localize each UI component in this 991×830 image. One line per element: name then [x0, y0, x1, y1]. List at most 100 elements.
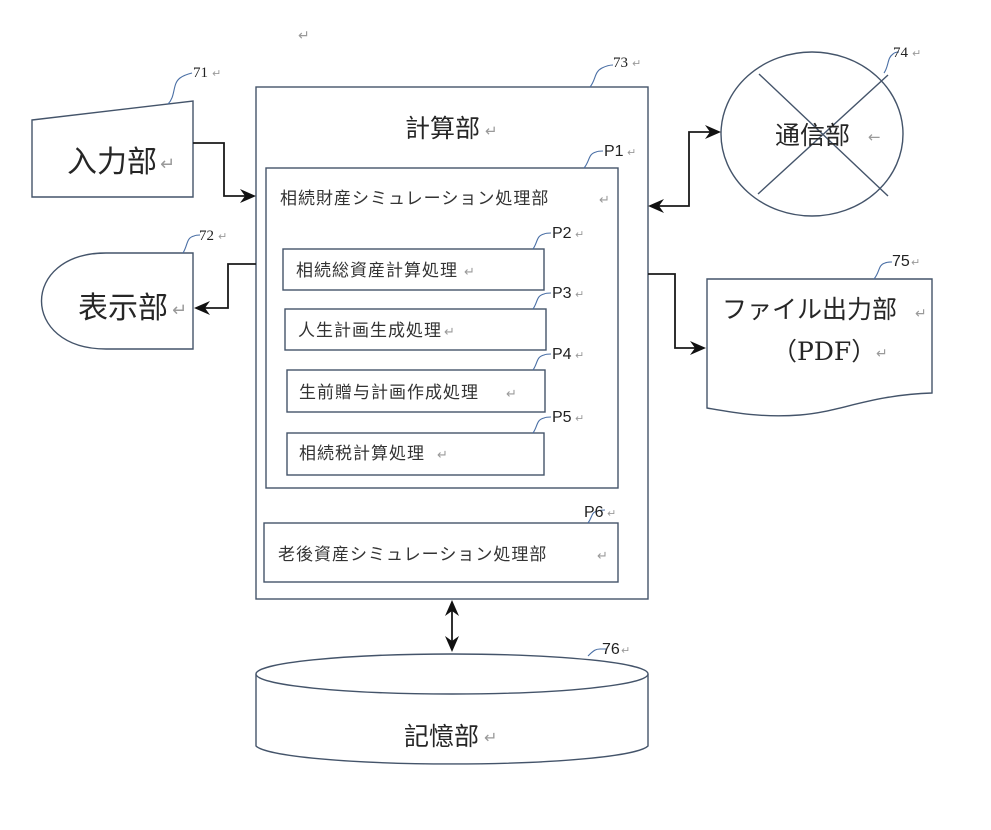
return-mark: ↵ — [575, 349, 584, 362]
return-mark: ↵ — [575, 228, 584, 241]
return-mark: ↵ — [607, 507, 616, 520]
lifetime-gift-plan-leader — [532, 353, 552, 371]
file-output-unit-leader — [873, 261, 893, 280]
arrowhead-icon — [445, 600, 459, 616]
display-unit: 72 ↵ 表示部 ↵ — [41, 228, 227, 350]
storage-unit-top — [255, 653, 649, 695]
arrowhead-icon — [705, 125, 721, 139]
communication-unit-leader — [883, 51, 900, 74]
retirement-asset-simulation-box — [263, 522, 619, 583]
file-output-unit-label-line1: ファイル出力部 — [722, 295, 897, 324]
storage-unit: 76 ↵ 記憶部 ↵ — [255, 641, 649, 765]
connector-calculation-communication — [648, 125, 721, 213]
inheritance-tax-calc-label: 相続税計算処理 — [299, 444, 425, 464]
communication-unit-cross-a — [758, 73, 889, 197]
return-mark: ↵ — [627, 146, 636, 159]
communication-unit-ref: 74 — [893, 45, 909, 61]
return-mark: ↵ — [437, 448, 448, 463]
connector-calculation-storage — [445, 600, 459, 652]
total-assets-calc-ref: P2 — [552, 225, 572, 242]
return-mark: ↵ — [599, 193, 610, 208]
display-unit-ref: 72 — [199, 228, 214, 244]
total-assets-calc-label: 相続総資産計算処理 — [296, 261, 458, 281]
communication-unit-label: 通信部 — [775, 121, 850, 150]
lifetime-gift-plan-process: P4 ↵ 生前贈与計画作成処理 ↵ — [286, 346, 584, 413]
return-mark: ↵ — [172, 300, 187, 321]
input-unit-shape — [31, 100, 194, 198]
return-mark: ↵ — [632, 57, 641, 70]
arrowhead-icon — [445, 636, 459, 652]
file-output-unit-shape — [706, 278, 933, 417]
calculation-unit-label: 計算部 — [405, 114, 480, 143]
input-unit-leader — [167, 72, 193, 105]
return-mark: ↵ — [915, 306, 927, 322]
return-mark: ↵ — [506, 387, 517, 402]
inheritance-simulation-label: 相続財産シミュレーション処理部 — [280, 189, 549, 209]
communication-unit-circle — [720, 51, 904, 217]
life-plan-generation-process: P3 ↵ 人生計画生成処理 ↵ — [284, 285, 584, 351]
lifetime-gift-plan-label: 生前贈与計画作成処理 — [299, 383, 479, 403]
return-mark: ↵ — [876, 346, 888, 362]
connector-input-to-calculation — [193, 142, 256, 203]
retirement-asset-simulation-ref: P6 — [584, 504, 604, 521]
connector-line — [654, 131, 715, 207]
return-mark: ↵ — [464, 265, 475, 280]
connector-line — [648, 273, 700, 349]
input-unit-label: 入力部 — [67, 145, 157, 180]
stray-return-mark: ↵ — [298, 28, 310, 44]
display-unit-leader — [182, 234, 201, 254]
return-mark: ↵ — [485, 122, 498, 140]
connector-line — [200, 263, 256, 309]
inheritance-simulation-leader — [583, 150, 604, 169]
retirement-asset-simulation-leader — [587, 509, 606, 524]
inheritance-simulation-ref: P1 — [604, 143, 624, 160]
total-assets-calc-process: P2 ↵ 相続総資産計算処理 ↵ — [282, 225, 584, 291]
file-output-unit-label-line2: （PDF） — [772, 337, 876, 366]
return-mark: ↵ — [575, 288, 584, 301]
arrowhead-icon — [240, 189, 256, 203]
return-mark: ↵ — [911, 256, 920, 269]
return-mark: ↵ — [160, 154, 175, 175]
life-plan-generation-label: 人生計画生成処理 — [298, 321, 442, 341]
return-mark: ↵ — [621, 644, 630, 657]
input-unit: 71 ↵ 入力部 ↵ — [31, 65, 221, 198]
retirement-asset-simulation-module: P6 ↵ 老後資産シミュレーション処理部 ↵ — [263, 504, 619, 583]
arrowhead-icon — [690, 341, 706, 355]
lifetime-gift-plan-box — [286, 369, 546, 413]
left-arrow-mark: ← — [868, 128, 881, 146]
file-output-unit: 75 ↵ ファイル出力部 ↵ （PDF） ↵ — [706, 253, 933, 417]
storage-unit-ref: 76 — [602, 641, 620, 658]
inheritance-tax-calc-leader — [532, 416, 552, 434]
storage-unit-leader — [587, 648, 606, 657]
connector-calculation-to-display — [194, 263, 256, 315]
display-unit-label: 表示部 — [78, 291, 168, 326]
life-plan-generation-leader — [532, 292, 552, 310]
file-output-unit-ref: 75 — [892, 253, 910, 270]
input-unit-ref: 71 — [193, 65, 208, 81]
life-plan-generation-box — [284, 308, 547, 351]
return-mark: ↵ — [218, 230, 227, 243]
inheritance-tax-calc-process: P5 ↵ 相続税計算処理 ↵ — [286, 409, 584, 476]
storage-unit-label: 記憶部 — [404, 722, 479, 751]
arrowhead-icon — [648, 199, 664, 213]
return-mark: ↵ — [597, 549, 608, 564]
return-mark: ↵ — [444, 325, 455, 340]
lifetime-gift-plan-ref: P4 — [552, 346, 572, 363]
arrowhead-icon — [194, 301, 210, 315]
calculation-unit-ref: 73 — [613, 55, 628, 71]
total-assets-calc-box — [282, 248, 545, 291]
communication-unit-cross-b — [757, 74, 889, 195]
calculation-unit-leader — [589, 64, 614, 88]
storage-unit-body — [255, 674, 649, 765]
return-mark: ↵ — [575, 412, 584, 425]
connector-calculation-to-file-output — [648, 273, 706, 355]
return-mark: ↵ — [912, 47, 921, 60]
life-plan-generation-ref: P3 — [552, 285, 572, 302]
communication-unit: 74 ↵ 通信部 ← — [720, 45, 921, 217]
connector-line — [193, 142, 250, 197]
inheritance-tax-calc-ref: P5 — [552, 409, 572, 426]
retirement-asset-simulation-label: 老後資産シミュレーション処理部 — [278, 545, 547, 565]
display-unit-shape — [41, 252, 194, 350]
inheritance-tax-calc-box — [286, 432, 545, 476]
